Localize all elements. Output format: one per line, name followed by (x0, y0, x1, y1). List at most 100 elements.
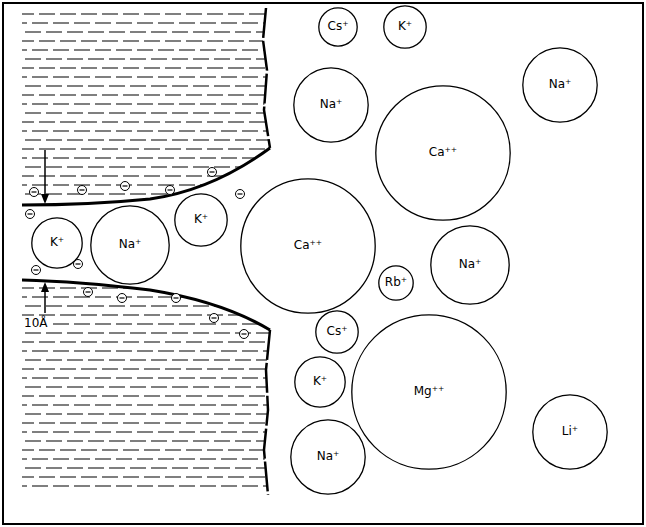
clay-dash (18, 305, 275, 306)
ion-text-holder: Ca⁺⁺ (375, 85, 511, 221)
clay-dash (18, 22, 275, 23)
clay-dash (18, 157, 275, 158)
clay-layer (18, 14, 275, 194)
ion-label: Rb⁺ (385, 276, 407, 289)
ion-label: K⁺ (50, 236, 64, 249)
charge-symbol (78, 186, 87, 195)
clay-dash (18, 341, 275, 342)
clay-dash (18, 359, 275, 360)
clay-dash (18, 377, 275, 378)
charge-symbol (121, 182, 130, 191)
clay-dash (18, 85, 275, 86)
clay-dash (18, 130, 275, 131)
clay-dash (18, 350, 275, 351)
clay-dash (18, 166, 275, 167)
clay-dash (18, 103, 275, 104)
clay-dash (18, 121, 275, 122)
clay-dash (18, 404, 275, 405)
ion-label: Cs⁺ (328, 20, 349, 33)
clay-dash (18, 94, 275, 95)
ion-text-holder: Li⁺ (532, 394, 608, 470)
layer-surface (22, 280, 270, 330)
frame (3, 3, 643, 524)
clay-dash (18, 58, 275, 59)
ion-circle: Ca⁺⁺ (240, 178, 376, 314)
clay-dash (18, 386, 275, 387)
charge-symbol (32, 266, 41, 275)
arrow-head (41, 282, 49, 292)
charge-symbol (30, 188, 39, 197)
ion-label: Na⁺ (549, 78, 572, 91)
charge-symbol (166, 186, 175, 195)
ion-circle: K⁺ (31, 217, 83, 269)
ion-text-holder: Cs⁺ (315, 310, 359, 354)
ion-label: Ca⁺⁺ (429, 146, 457, 159)
dimension-arrow (44, 290, 46, 313)
clay-dash (18, 139, 275, 140)
ion-circle: Na⁺ (430, 225, 510, 305)
clay-dash (18, 296, 275, 297)
ion-label: Ca⁺⁺ (294, 239, 322, 252)
clay-dash (18, 440, 275, 441)
ion-label: Na⁺ (317, 450, 340, 463)
clay-dash (18, 67, 275, 68)
ion-circle: K⁺ (383, 5, 427, 49)
layer-edge (264, 330, 270, 495)
ion-circle: K⁺ (294, 356, 346, 408)
ion-label: Cs⁺ (327, 325, 348, 338)
charge-symbol (240, 330, 249, 339)
clay-dash (18, 332, 275, 333)
ion-circle: Cs⁺ (318, 7, 358, 47)
ion-text-holder: K⁺ (294, 356, 346, 408)
ion-text-holder: K⁺ (31, 217, 83, 269)
clay-dash (18, 175, 275, 176)
clay-dash (18, 422, 275, 423)
clay-dash (18, 112, 275, 113)
negative-charges (26, 168, 249, 339)
charge-symbol (84, 288, 93, 297)
ion-label: Mg⁺⁺ (414, 385, 445, 398)
ion-circle: Rb⁺ (378, 265, 414, 301)
layer-edge (263, 8, 270, 148)
clay-layer (18, 288, 275, 486)
clay-dash (18, 13, 275, 14)
ion-circle: Na⁺ (290, 419, 366, 495)
charge-symbol (118, 294, 127, 303)
ion-circle: Mg⁺⁺ (351, 314, 507, 470)
clay-dash (18, 476, 275, 477)
ion-circle: Na⁺ (90, 205, 170, 285)
ion-text-holder: Ca⁺⁺ (240, 178, 376, 314)
clay-dash (18, 458, 275, 459)
clay-dash (18, 323, 275, 324)
ion-circle: Li⁺ (532, 394, 608, 470)
clay-dash (18, 485, 275, 486)
ion-circle: K⁺ (174, 193, 228, 247)
ion-text-holder: Rb⁺ (378, 265, 414, 301)
charge-symbol (26, 210, 35, 219)
clay-dash (18, 395, 275, 396)
ion-text-holder: K⁺ (383, 5, 427, 49)
ion-circle: Na⁺ (522, 47, 598, 123)
ion-label: Na⁺ (320, 98, 343, 111)
ion-label: Na⁺ (119, 238, 142, 251)
dimension-label: 10Å (22, 316, 49, 331)
ion-label: K⁺ (313, 375, 327, 388)
ion-text-holder: Na⁺ (290, 419, 366, 495)
arrow-head (41, 194, 49, 204)
clay-dash (18, 467, 275, 468)
ion-text-holder: K⁺ (174, 193, 228, 247)
ion-text-holder: Na⁺ (522, 47, 598, 123)
ion-text-holder: Na⁺ (430, 225, 510, 305)
charge-symbol (208, 168, 217, 177)
dimension-arrow (44, 150, 46, 196)
ion-circle: Cs⁺ (315, 310, 359, 354)
ion-text-holder: Na⁺ (90, 205, 170, 285)
clay-dash (18, 431, 275, 432)
clay-dash (18, 184, 275, 185)
clay-dash (18, 368, 275, 369)
clay-dash (18, 76, 275, 77)
layer-surface (22, 148, 270, 205)
clay-dash (18, 31, 275, 32)
charge-symbol (172, 294, 181, 303)
